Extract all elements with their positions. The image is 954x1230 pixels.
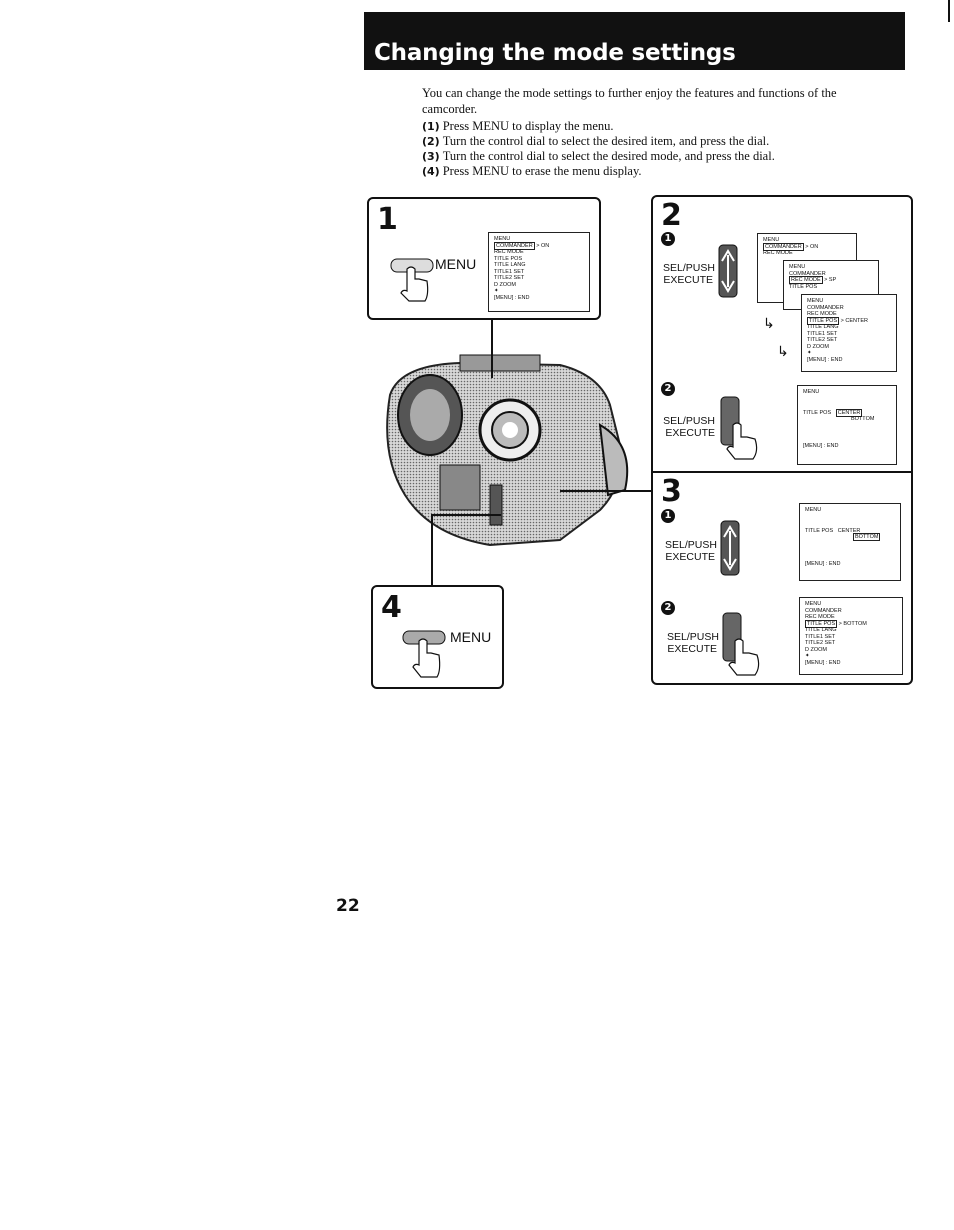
substep-1-icon: 1 [661, 232, 675, 246]
substep-1-icon: 1 [661, 509, 675, 523]
title-bar: Changing the mode settings [364, 12, 905, 70]
page-title: Changing the mode settings [374, 40, 736, 66]
hand-press-dial-icon [722, 612, 760, 676]
step-number: 3 [661, 474, 682, 509]
control-dial-icon [718, 244, 738, 298]
step-4: (4)Press MENU to erase the menu display. [422, 164, 642, 178]
step-2: (2)Turn the control dial to select the d… [422, 134, 770, 148]
menu-button-label: MENU [435, 256, 477, 272]
intro-text: You can change the mode settings to furt… [422, 86, 837, 116]
step-number: 4 [381, 590, 402, 625]
menu-screen: MENU COMMANDER REC MODE TITLE POS > CENT… [801, 294, 897, 372]
connector-line [431, 514, 501, 516]
menu-screen: MENU COMMANDER > ON REC MODE TITLE POS T… [488, 232, 590, 312]
step-number: 2 [661, 198, 682, 233]
menu-screen: MENU COMMANDER REC MODE TITLE POS > BOTT… [799, 597, 903, 675]
menu-button-label: MENU [450, 629, 492, 645]
substep-2-icon: 2 [661, 382, 675, 396]
panel-step-1: 1 MENU MENU COMMANDER > ON REC MODE TITL… [367, 197, 601, 320]
step-number: 1 [377, 202, 398, 237]
hand-press-icon [402, 630, 446, 678]
edge-mark [948, 0, 950, 22]
divider [653, 471, 911, 473]
menu-screen: MENU TITLE POS CENTER BOTTOM [MENU] : EN… [797, 385, 897, 465]
control-dial-icon [720, 520, 740, 576]
camcorder-illustration [386, 354, 629, 547]
panel-step-4: 4 MENU [371, 585, 504, 689]
connector-line [560, 490, 655, 492]
hand-press-icon [390, 258, 434, 302]
turn-arrow-icon: ↳ [777, 343, 789, 359]
menu-screen: MENU TITLE POS CENTER BOTTOM [MENU] : EN… [799, 503, 901, 581]
substep-2-icon: 2 [661, 601, 675, 615]
connector-line [491, 318, 493, 378]
step-1: (1)Press MENU to display the menu. [422, 119, 614, 133]
hand-press-dial-icon [720, 396, 758, 460]
connector-line [431, 514, 433, 586]
step-3: (3)Turn the control dial to select the d… [422, 149, 775, 163]
page-number: 22 [336, 896, 360, 916]
turn-arrow-icon: ↳ [763, 315, 775, 331]
